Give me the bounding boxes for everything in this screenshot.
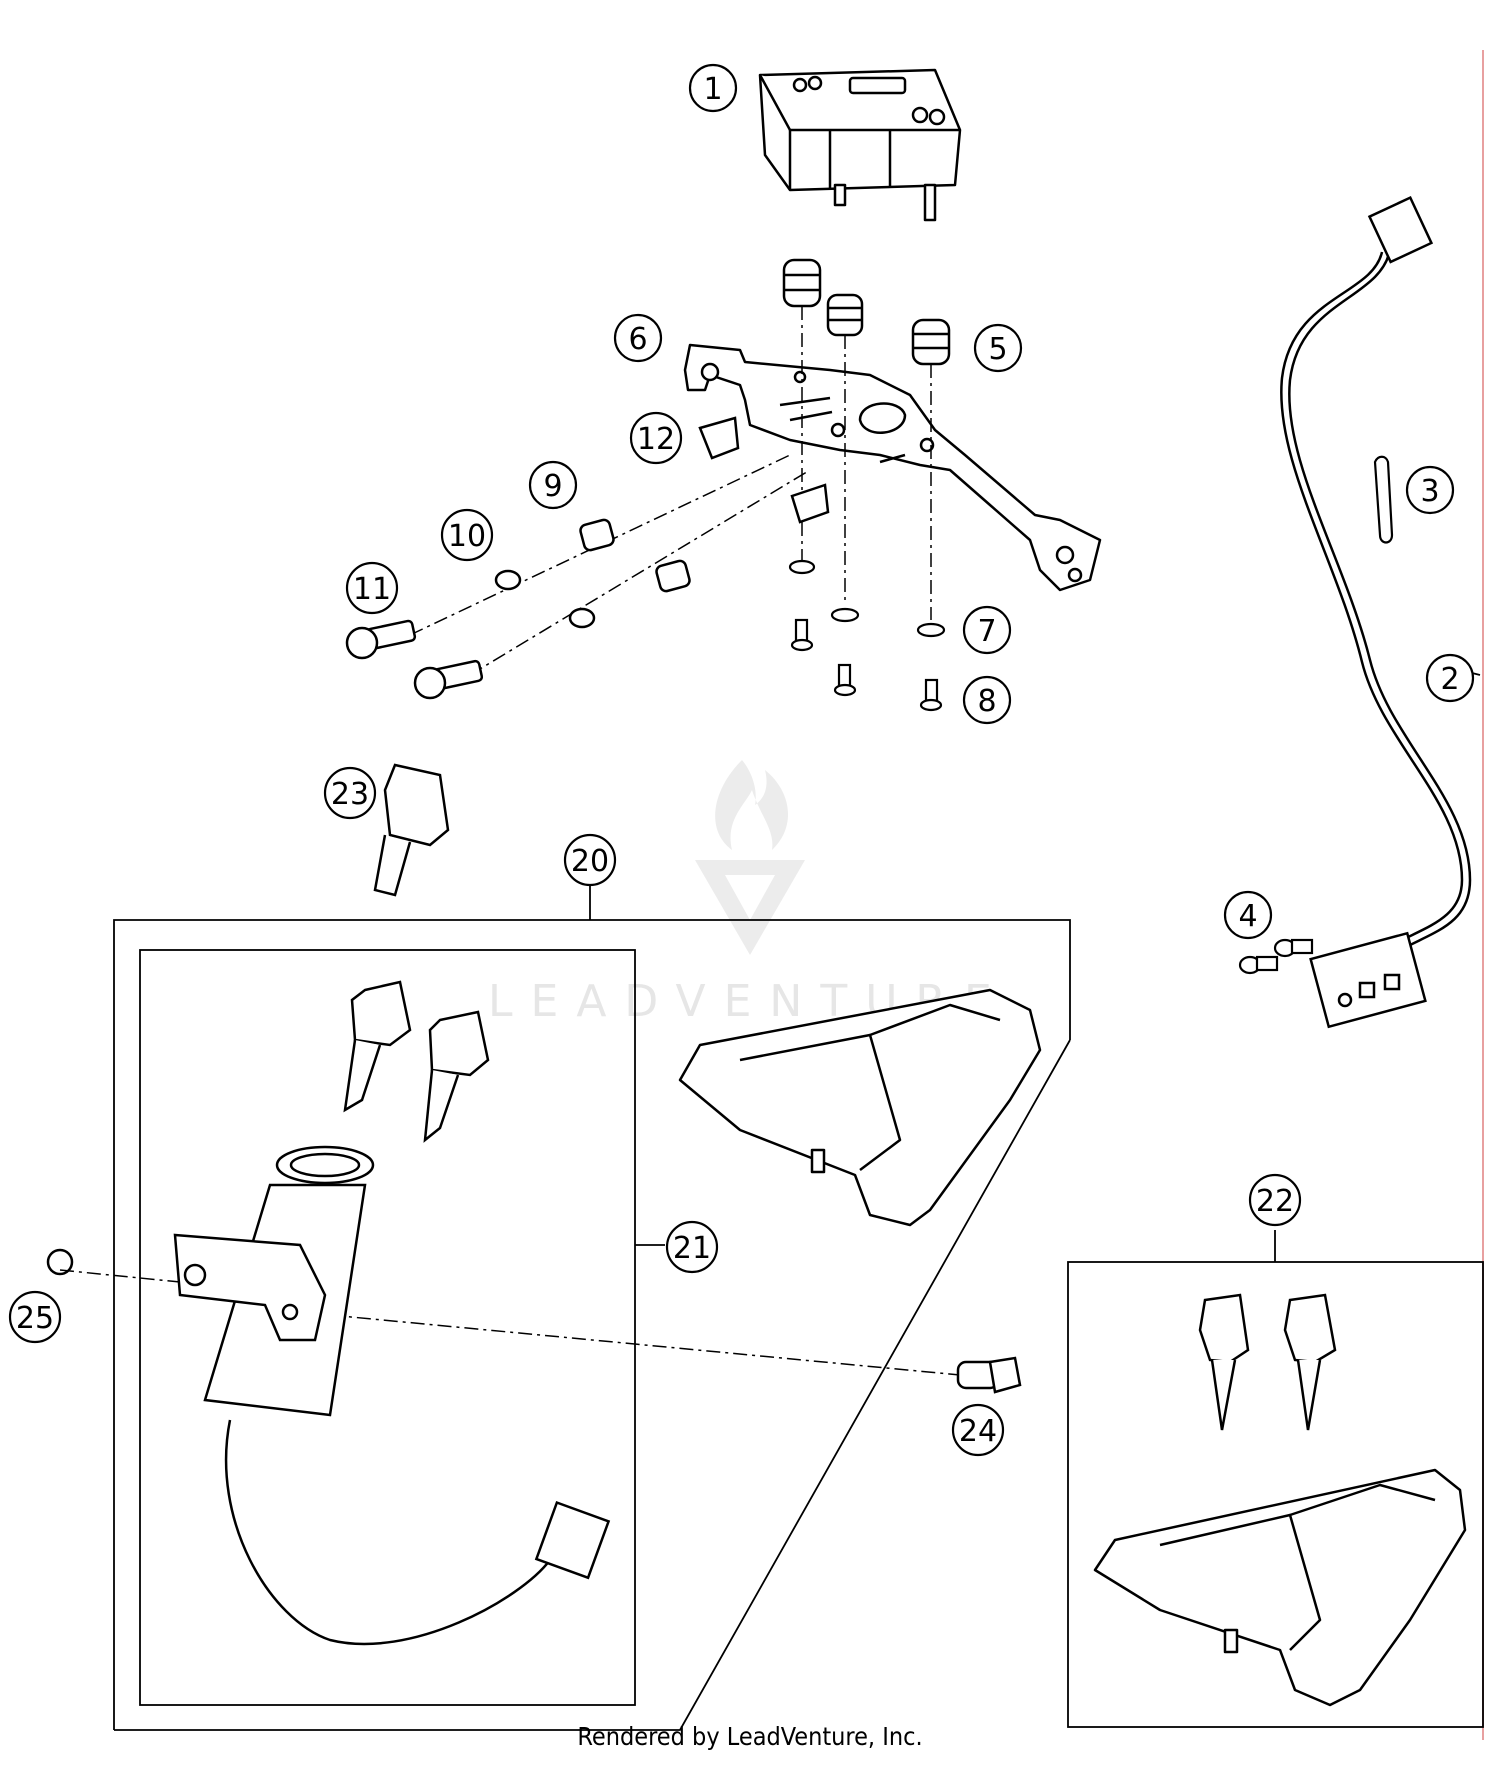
callout-label: 5 (988, 332, 1007, 367)
keys-pair-right (1198, 1293, 1337, 1431)
callout-23: 23 (323, 766, 377, 820)
callout-20: 20 (563, 833, 617, 887)
instrument-cluster (758, 68, 962, 222)
watermark-logo (695, 760, 805, 955)
keys-pair-left (343, 980, 490, 1143)
callout-label: 11 (353, 572, 391, 607)
callout-5: 5 (973, 323, 1023, 373)
callout-24: 24 (951, 1403, 1005, 1457)
footer-credit: Rendered by LeadVenture, Inc. (577, 1722, 923, 1751)
callout-label: 22 (1256, 1184, 1294, 1219)
callout-label: 1 (703, 72, 722, 107)
bolts-and-spacers (345, 416, 830, 700)
callout-1: 1 (688, 63, 738, 113)
ignition-lock-set-frame (113, 880, 1071, 1731)
callout-7: 7 (962, 605, 1012, 655)
callout-label: 4 (1238, 899, 1257, 934)
callout-label: 25 (16, 1301, 54, 1336)
callout-label: 12 (637, 422, 675, 457)
callout-10: 10 (440, 508, 494, 562)
o-ring (46, 1248, 74, 1276)
callout-label: 9 (543, 469, 562, 504)
speed-sensor-cable (1280, 195, 1472, 1029)
ignition-cylinder (173, 1145, 611, 1646)
sensor-screws (1238, 938, 1314, 975)
rubber-grommets (782, 258, 951, 366)
callout-label: 21 (673, 1231, 711, 1266)
callout-4: 4 (1223, 890, 1273, 940)
callout-label: 10 (448, 519, 486, 554)
callout-12: 12 (629, 411, 683, 465)
callout-25: 25 (8, 1290, 62, 1344)
callout-label: 3 (1420, 474, 1439, 509)
callout-label: 24 (959, 1414, 997, 1449)
callout-label: 8 (977, 684, 996, 719)
callout-9: 9 (528, 460, 578, 510)
callout-6: 6 (613, 313, 663, 363)
key-set-frame (1067, 1230, 1484, 1728)
callout-11: 11 (345, 561, 399, 615)
callout-8: 8 (962, 675, 1012, 725)
callout-label: 7 (977, 614, 996, 649)
callout-label: 23 (331, 777, 369, 812)
callout-label: 6 (628, 322, 647, 357)
callout-21: 21 (665, 1220, 719, 1274)
tank-cover-left (678, 988, 1042, 1227)
assembly-axes (59, 306, 961, 1376)
mounting-bracket (683, 343, 1102, 592)
washers-and-screws (788, 559, 946, 712)
callout-label: 20 (571, 844, 609, 879)
cable-tie (1373, 455, 1394, 544)
callout-label: 2 (1440, 662, 1459, 697)
key-blank (373, 763, 450, 897)
callout-22: 22 (1248, 1173, 1302, 1227)
callout-2: 2 (1425, 653, 1475, 703)
callout-3: 3 (1405, 465, 1455, 515)
ignition-lock-frame (139, 949, 665, 1706)
tank-cover-right (1093, 1468, 1467, 1707)
lock-clip (956, 1356, 1022, 1394)
